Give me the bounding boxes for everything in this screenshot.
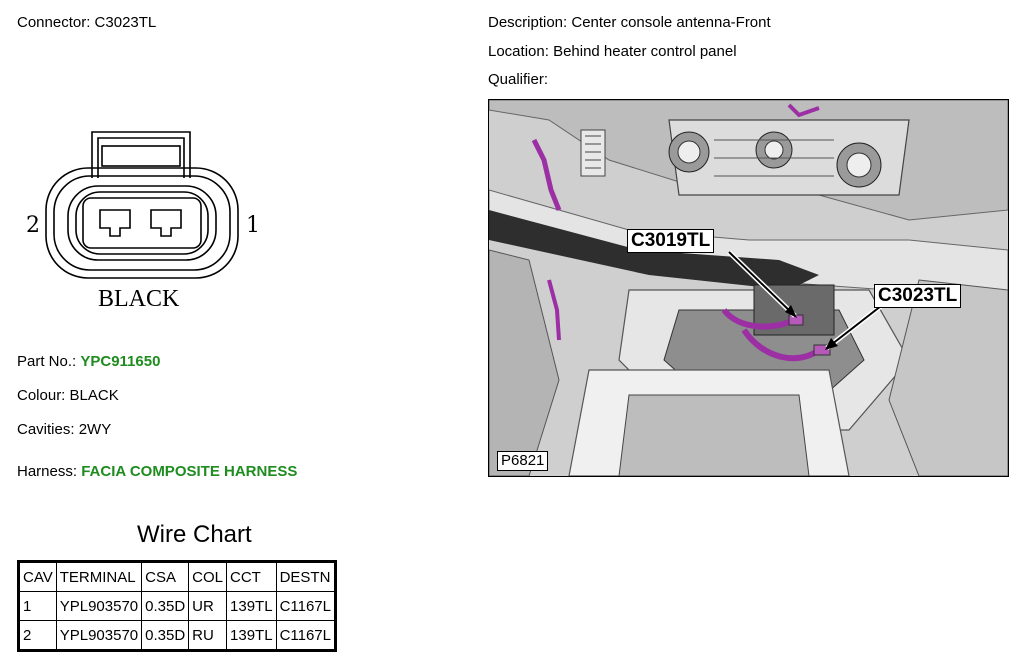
description-line: Description: Center console antenna-Fron… — [488, 14, 771, 31]
cell-col: UR — [188, 591, 228, 621]
cavities-label: Cavities: — [17, 421, 75, 438]
col-header-col: COL — [188, 561, 228, 592]
col-header-csa: CSA — [141, 561, 190, 592]
cavities-value: 2WY — [78, 421, 112, 438]
wire-chart-title: Wire Chart — [137, 521, 252, 548]
table-row: 1 YPL903570 0.35D UR 139TL C1167L — [18, 591, 337, 621]
harness-line: Harness: FACIA COMPOSITE HARNESS — [17, 463, 297, 480]
part-no-label: Part No.: — [17, 353, 77, 370]
cell-destn: C1167L — [275, 620, 337, 651]
photo-reference-label: P6821 — [497, 451, 549, 471]
colour-label: Colour: — [17, 387, 66, 404]
col-header-destn: DESTN — [275, 561, 337, 592]
cell-csa: 0.35D — [141, 591, 190, 621]
location-line: Location: Behind heater control panel — [488, 43, 737, 60]
wire-chart-table: CAV TERMINAL CSA COL CCT DESTN 1 YPL9035… — [17, 560, 337, 652]
cell-cav: 2 — [18, 620, 57, 651]
col-header-cav: CAV — [18, 561, 57, 592]
part-no-line: Part No.: YPC911650 — [17, 353, 160, 370]
harness-label: Harness: — [17, 463, 78, 480]
qualifier-line: Qualifier: — [488, 71, 548, 88]
cell-cct: 139TL — [226, 620, 277, 651]
table-header-row: CAV TERMINAL CSA COL CCT DESTN — [18, 561, 337, 592]
callout-c3023tl: C3023TL — [874, 284, 962, 308]
cell-terminal: YPL903570 — [55, 591, 143, 621]
connector-value: C3023TL — [94, 14, 157, 31]
cell-cav: 1 — [18, 591, 57, 621]
location-value: Behind heater control panel — [553, 43, 737, 60]
connector-id-line: Connector: C3023TL — [17, 14, 156, 31]
qualifier-label: Qualifier: — [488, 71, 549, 88]
connector-color-text: BLACK — [98, 286, 180, 312]
colour-value: BLACK — [69, 387, 119, 404]
cell-csa: 0.35D — [141, 620, 190, 651]
cell-col: RU — [188, 620, 228, 651]
table-row: 2 YPL903570 0.35D RU 139TL C1167L — [18, 620, 337, 651]
harness-link[interactable]: FACIA COMPOSITE HARNESS — [81, 463, 298, 480]
description-label: Description: — [488, 14, 568, 31]
location-photo: C3019TL C3023TL P6821 — [488, 99, 1009, 477]
pin-2-label: 2 — [26, 213, 40, 238]
pin-1-label: 1 — [246, 213, 260, 238]
colour-line: Colour: BLACK — [17, 387, 119, 404]
location-label: Location: — [488, 43, 549, 60]
cell-cct: 139TL — [226, 591, 277, 621]
description-value: Center console antenna-Front — [571, 14, 771, 31]
col-header-terminal: TERMINAL — [55, 561, 143, 592]
callout-c3019tl: C3019TL — [627, 229, 715, 253]
part-no-link[interactable]: YPC911650 — [80, 353, 161, 370]
connector-label: Connector: — [17, 14, 91, 31]
cavities-line: Cavities: 2WY — [17, 421, 111, 438]
connector-face-diagram: 2 1 BLACK — [20, 120, 260, 320]
cell-terminal: YPL903570 — [55, 620, 143, 651]
col-header-cct: CCT — [226, 561, 277, 592]
cell-destn: C1167L — [275, 591, 337, 621]
